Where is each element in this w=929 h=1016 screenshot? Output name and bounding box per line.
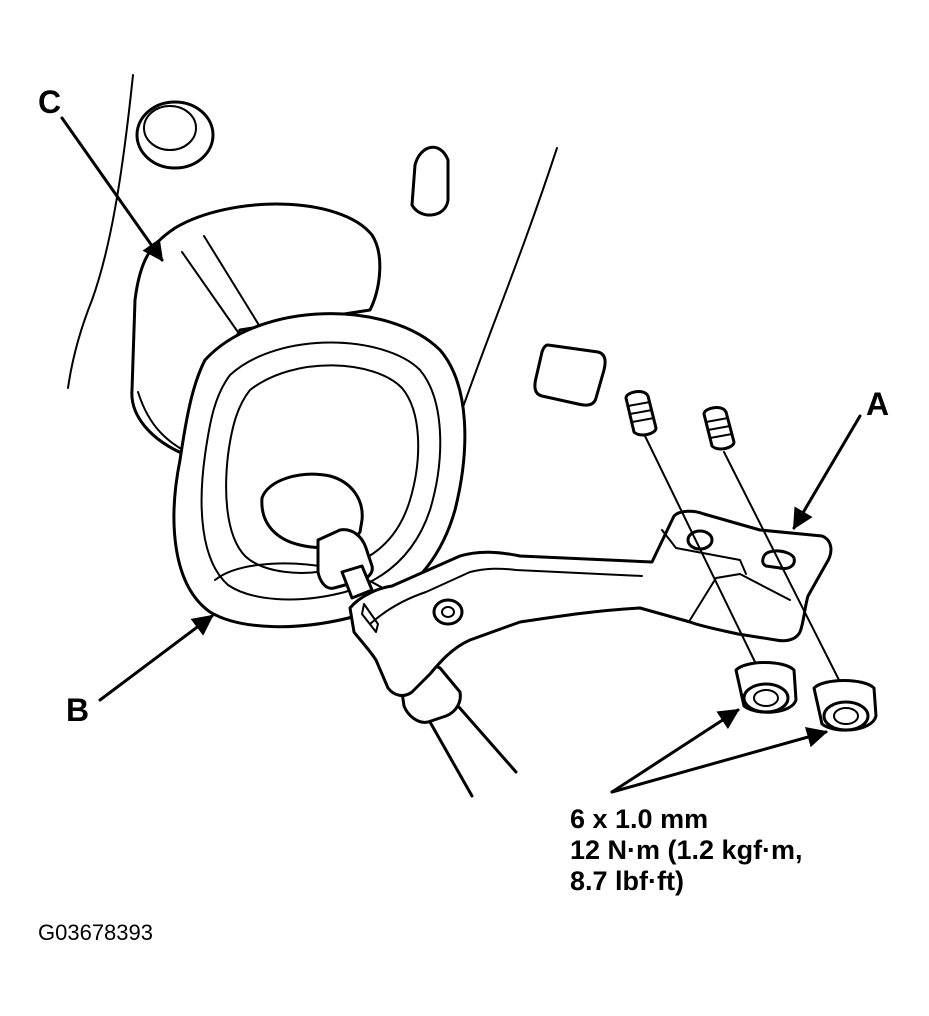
shift-shaft: [260, 472, 374, 600]
arrow-b: [98, 614, 214, 702]
arrow-nut-left: [610, 708, 740, 794]
panel-hole: [135, 100, 215, 170]
flange-nuts: [734, 661, 878, 732]
spec-thread-size: 6 x 1.0 mm: [570, 804, 709, 834]
bracket-a: [348, 509, 833, 697]
panel-square-cutout: [533, 343, 607, 407]
body-panel: [67, 74, 607, 411]
torque-spec: 6 x 1.0 mm 12 N·m (1.2 kgf·m, 8.7 lbf·ft…: [570, 804, 803, 897]
mounting-studs: [624, 390, 841, 683]
leader-arrows: [60, 116, 862, 794]
label-b: B: [66, 692, 90, 728]
panel-slot: [410, 146, 450, 217]
arrow-c: [60, 116, 164, 262]
figure-code: G03678393: [38, 920, 153, 945]
arrow-a: [792, 414, 862, 530]
arrow-nut-right: [610, 726, 829, 794]
label-a: A: [866, 386, 890, 422]
label-c: C: [38, 84, 62, 120]
bracket-rivet: [432, 598, 464, 626]
spec-torque-metric: 12 N·m (1.2 kgf·m,: [570, 835, 803, 865]
spec-torque-imperial: 8.7 lbf·ft): [570, 866, 684, 896]
